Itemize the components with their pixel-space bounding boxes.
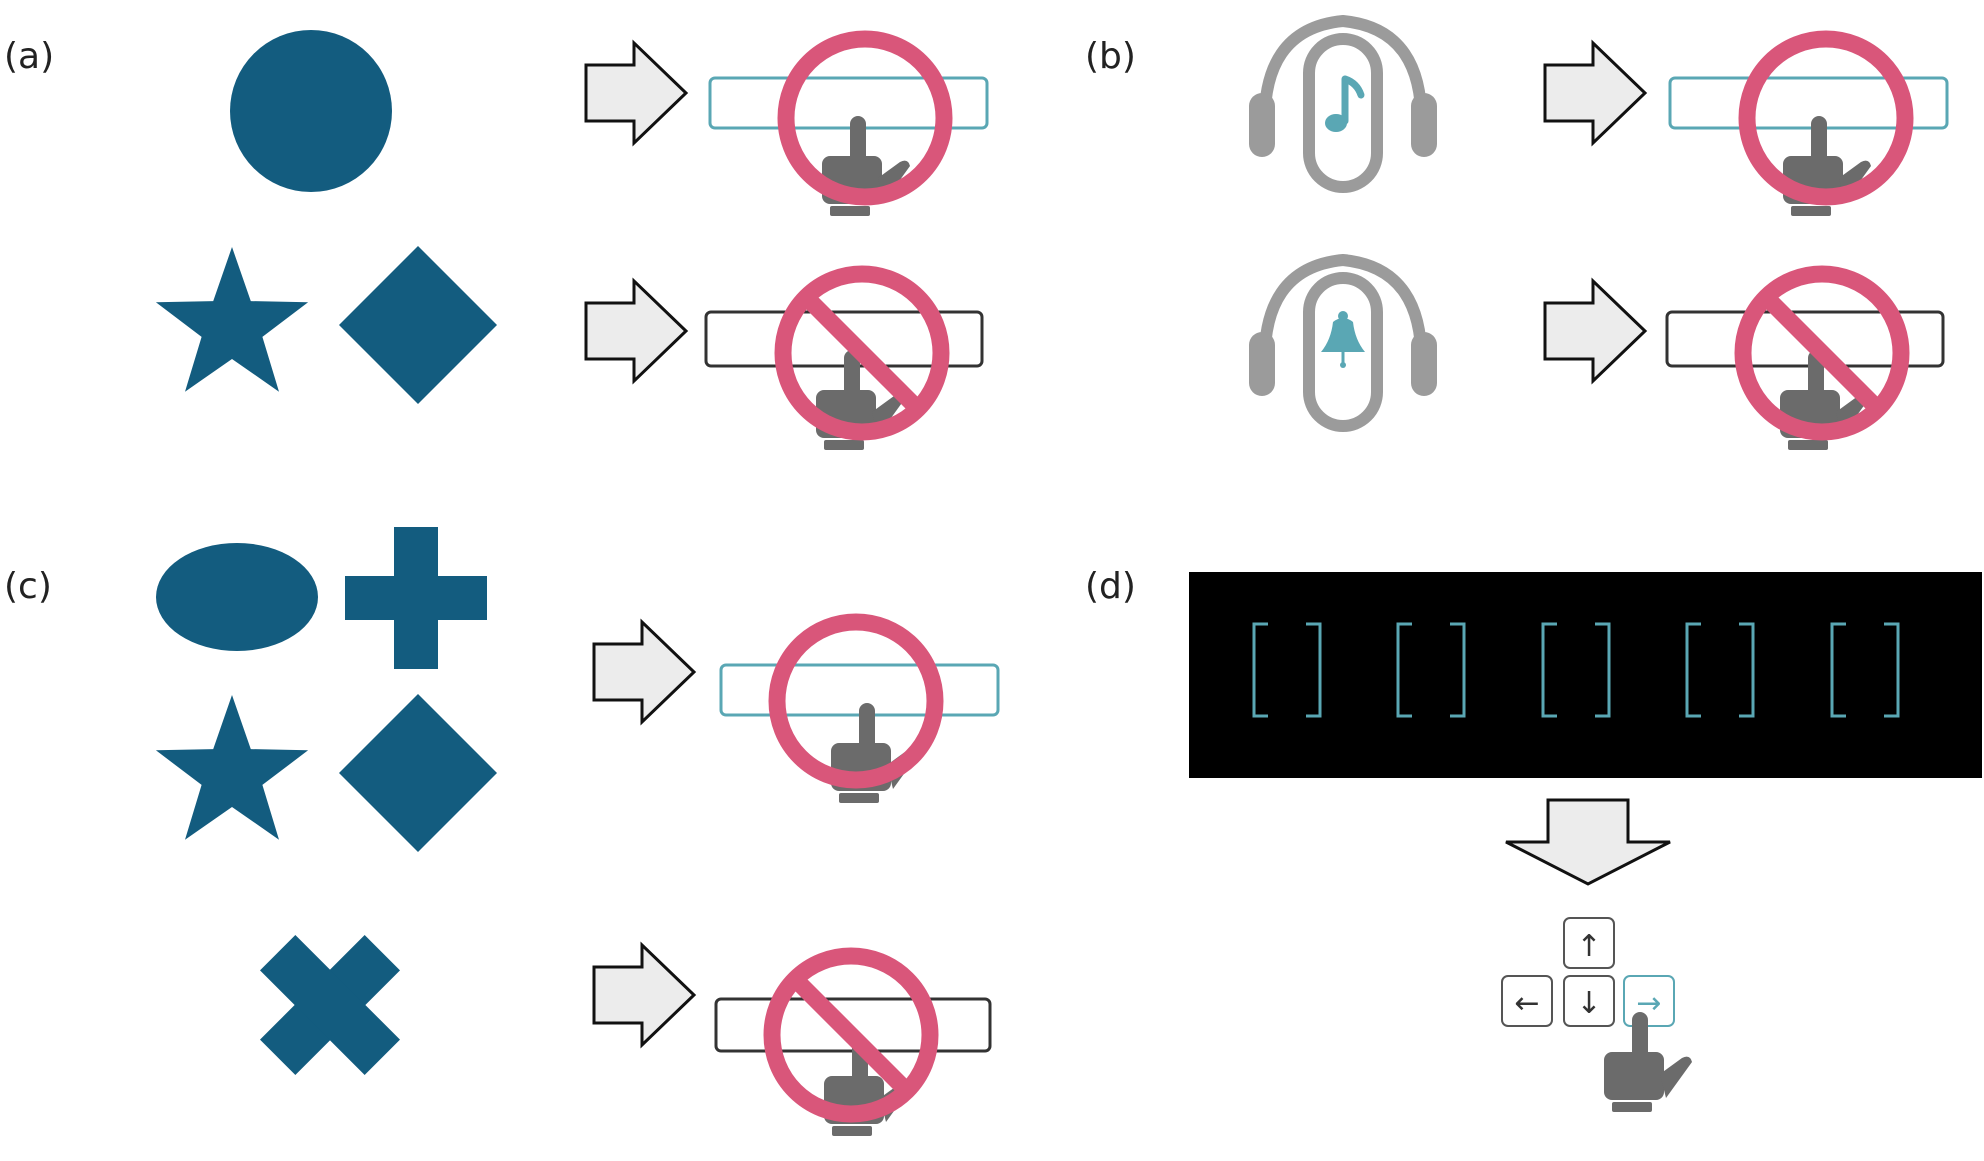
bell-icon (1321, 311, 1365, 368)
x-shape (259, 934, 401, 1076)
panel-a (155, 30, 989, 450)
right-arrow-icon (584, 41, 688, 145)
target-bar-no-touch (719, 613, 1000, 803)
target-bar-no-touch (1668, 30, 1949, 216)
bracket-target-1 (1252, 622, 1322, 718)
arrow-key-up[interactable] (1563, 917, 1615, 969)
diamond-shape (339, 246, 497, 404)
arrow-key-left-glyph: ← (1514, 986, 1539, 1021)
arrow-key-up-glyph: ↑ (1576, 929, 1601, 964)
star-shape (155, 695, 309, 840)
gray-bar-prohibited (704, 265, 984, 450)
arrow-key-left[interactable] (1501, 975, 1553, 1027)
panel-b (1249, 21, 1949, 450)
right-arrow-icon (1543, 279, 1647, 383)
target-bar-no-touch (708, 30, 989, 216)
no-symbol-icon (777, 30, 953, 206)
right-arrow-icon (1543, 41, 1647, 145)
headphone-music-icon (1249, 21, 1437, 187)
panel-label-d: (d) (1085, 566, 1136, 607)
pointing-hand-icon (1604, 1012, 1692, 1112)
ellipse-shape (156, 543, 318, 651)
bracket-target-5 (1830, 622, 1900, 718)
panel-c (155, 527, 1000, 1136)
right-arrow-icon (584, 279, 688, 383)
diamond-shape (339, 694, 497, 852)
bracket-target-3 (1541, 622, 1611, 718)
prohibited-icon (1734, 265, 1910, 441)
down-arrow-icon (1505, 798, 1671, 886)
arrow-key-down-glyph: ↓ (1576, 986, 1601, 1021)
right-arrow-icon (592, 620, 696, 724)
music-note-icon (1325, 75, 1365, 132)
no-symbol-icon (768, 613, 944, 789)
bracket-target-4 (1685, 622, 1755, 718)
star-shape (155, 247, 309, 392)
panel-label-a: (a) (4, 36, 55, 77)
prohibited-icon (774, 265, 950, 441)
black-display-bar (1189, 572, 1982, 778)
gray-bar-prohibited (1665, 265, 1945, 450)
panel-label-c: (c) (4, 566, 52, 607)
prohibited-icon (763, 947, 939, 1123)
cross-shape (345, 527, 487, 669)
arrow-key-down[interactable] (1563, 975, 1615, 1027)
no-symbol-icon (1738, 30, 1914, 206)
arrow-key-pad: ↑ ← ↓ → (1501, 917, 1675, 1027)
bracket-target-2 (1396, 622, 1466, 718)
headphone-bell-icon (1249, 260, 1437, 426)
circle-shape (230, 30, 392, 192)
panel-d: ↑ ← ↓ → (1189, 572, 1982, 1112)
panel-label-b: (b) (1085, 36, 1136, 77)
gray-bar-prohibited (714, 947, 992, 1136)
right-arrow-icon (592, 943, 696, 1047)
